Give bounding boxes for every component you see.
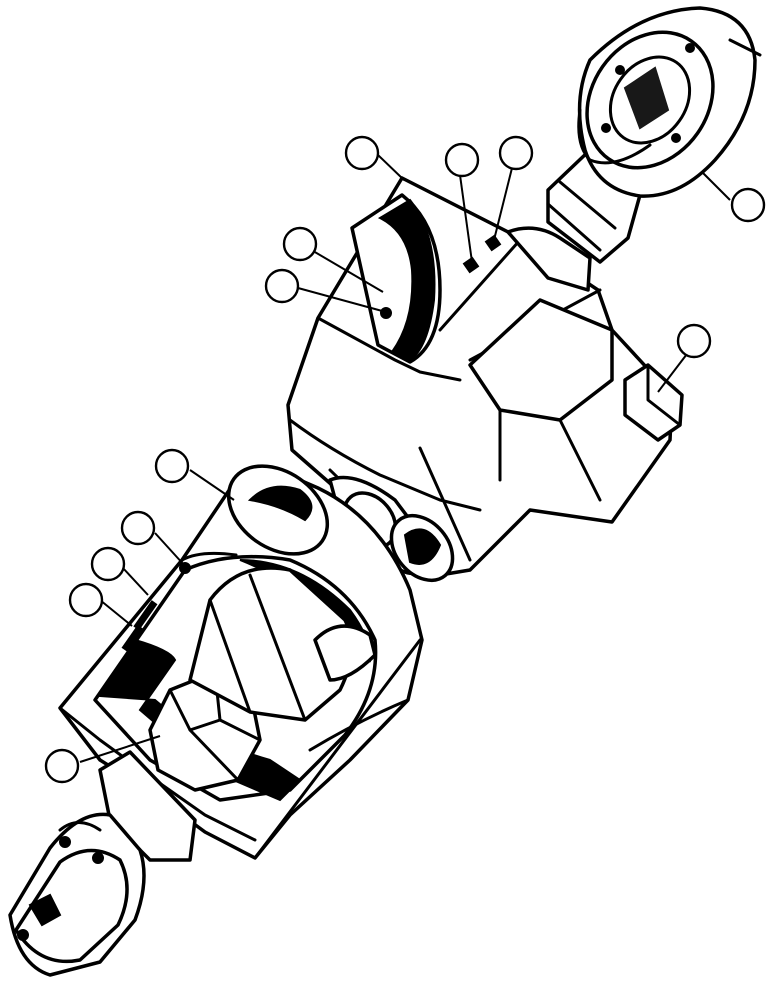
rod-eye xyxy=(546,6,762,264)
lower-housing xyxy=(58,464,424,860)
callout-11 xyxy=(68,582,104,618)
callout-6 xyxy=(730,187,766,223)
upper-housing xyxy=(286,176,684,577)
leader-8 xyxy=(189,469,235,501)
leader-5 xyxy=(297,287,387,313)
callout-7 xyxy=(676,323,712,359)
callout-12 xyxy=(44,748,80,784)
leader-3 xyxy=(493,167,513,241)
callout-8 xyxy=(154,448,190,484)
leader-2 xyxy=(459,174,473,263)
callouts xyxy=(44,135,766,784)
callout-2 xyxy=(444,142,480,178)
leader-9 xyxy=(154,532,186,567)
callout-5 xyxy=(264,268,300,304)
leader-12 xyxy=(79,735,161,763)
leader-lines xyxy=(79,154,731,763)
leader-6 xyxy=(701,171,731,201)
callout-10 xyxy=(90,546,126,582)
cylinder-tube xyxy=(328,475,455,582)
leader-1 xyxy=(377,154,405,181)
callout-3 xyxy=(498,135,534,171)
leader-11 xyxy=(99,599,133,627)
leader-10 xyxy=(121,566,149,596)
leader-7 xyxy=(657,349,691,393)
callout-1 xyxy=(344,135,380,171)
leader-4 xyxy=(307,247,384,293)
callout-9 xyxy=(120,510,156,546)
base-clevis xyxy=(8,750,197,977)
callout-4 xyxy=(282,226,318,262)
